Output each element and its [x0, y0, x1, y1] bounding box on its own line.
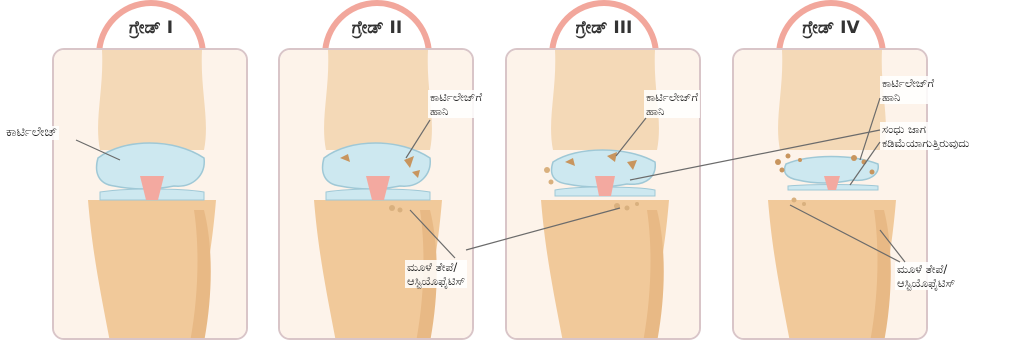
osteophytes-label-grade4: ಮೂಳೆ ತೇಪೆ/ ಆಸ್ಟಿಯೊಫೈಟಿಸ್ — [895, 262, 957, 290]
grade-1-knee-illustration — [54, 50, 248, 340]
cartilage-label: ಕಾರ್ಟಿಲೇಜ್ — [4, 126, 59, 140]
grade-1-panel — [52, 48, 248, 340]
osteophytes-label-grade2: ಮೂಳೆ ತೇಪೆ/ ಆಸ್ಟಿಯೊಫೈಟಿಸ್ — [405, 260, 467, 288]
cartilage-damage-label-grade2: ಕಾರ್ಟಿಲೇಜ್‌ಗೆ ಹಾನಿ — [428, 90, 484, 118]
grade-2-title: ಗ್ರೇಡ್ II — [328, 18, 426, 38]
grade-1-title: ಗ್ರೇಡ್ I — [102, 18, 200, 38]
joint-space-narrowing-label: ಸಂಧು ಜಾಗ ಕಡಿಮೆಯಾಗುತ್ತಿರುವುದು — [880, 122, 971, 150]
cartilage-damage-label-grade4: ಕಾರ್ಟಿಲೇಜ್‌ಗೆ ಹಾನಿ — [880, 76, 936, 104]
grade-4-title: ಗ್ರೇಡ್ IV — [782, 18, 880, 38]
grade-3-title: ಗ್ರೇಡ್ III — [555, 18, 653, 38]
cartilage-damage-label-grade3: ಕಾರ್ಟಿಲೇಜ್‌ಗೆ ಹಾನಿ — [644, 90, 700, 118]
